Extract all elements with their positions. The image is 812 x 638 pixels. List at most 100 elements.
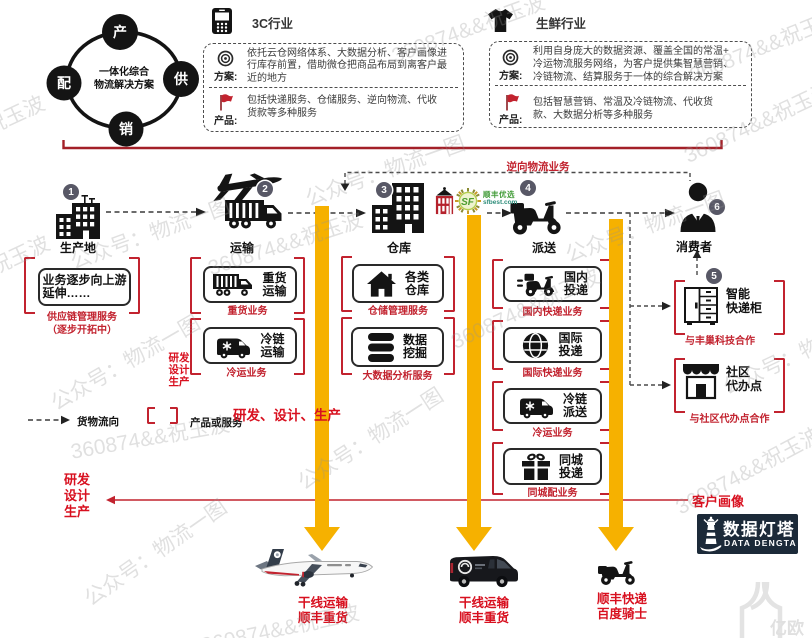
intracity-delivery-label: 同城配业务 (527, 488, 578, 499)
svg-text:SF: SF (461, 197, 475, 208)
cold-chain-transport-label: 冷运业务 (226, 368, 267, 379)
sfbest-brand-text: 顺丰优选 (483, 190, 515, 199)
flag-icon (506, 94, 519, 111)
tshirt-icon (488, 9, 513, 32)
intracity-delivery-title: 同城 投递 (558, 452, 583, 480)
vehicle-label-airplane: 干线运输 顺丰重货 (297, 596, 348, 625)
lighthouse-icon (700, 516, 722, 552)
cold-chain-delivery-label: 冷运业务 (532, 428, 573, 439)
plan-text: 利用自身庞大的数据资源、覆盖全国的常温+​冷运物流服务网络，为客户提供集智慧营销… (533, 46, 733, 83)
yellow-down-arrows (304, 206, 634, 551)
target-icon (217, 50, 234, 67)
airplane-photo (255, 549, 374, 587)
locker-icon (684, 287, 718, 325)
legend-bracket-label: 产品或服务 (190, 417, 243, 429)
van-photo (450, 556, 518, 588)
data-dengta-name-cn: 数据灯塔 (723, 521, 795, 539)
box-divider (209, 87, 458, 88)
storefront-icon (683, 364, 719, 400)
yiou-corner-text: 亿欧 (770, 618, 804, 638)
data-dengta-logo: 数据灯塔 DATA DENGTA (697, 514, 798, 554)
reverse-logistics-line (344, 171, 691, 184)
warehouses-box: 各类 仓库 (352, 264, 444, 303)
phone-icon (212, 8, 232, 34)
step-badge-4: 4 (520, 180, 536, 196)
vehicle-label-scooter: 顺丰快递 百度骑士 (596, 592, 647, 621)
wheel-node-produce: 产 (113, 24, 127, 40)
heavy-freight-box: 重货 运输 (203, 266, 297, 303)
industry-3c-box: 方案: 依托云仓网络体系、大数据分析、客户画像进行库存前置，借助微仓把商品布局到… (203, 43, 464, 132)
product-label: 产品: (214, 116, 238, 127)
database-icon (367, 332, 394, 362)
step-badge-5: 5 (706, 268, 722, 284)
community-points-title: 社区 代办点 (726, 365, 763, 393)
industry-fresh-box: 方案: 利用自身庞大的数据资源、覆盖全国的常温+​冷运物流服务网络，为客户提供集… (489, 41, 752, 128)
product-text: 包括智慧营销、常温及冷链物流、代收货款、大数据分析等多种服务 (533, 97, 713, 121)
smart-lockers-title: 智能 快递柜 (726, 287, 763, 315)
smart-lockers-label: 与丰巢科技合作 (685, 336, 755, 347)
target-icon (502, 49, 519, 66)
step-badge-6: 6 (709, 199, 725, 215)
community-points-label: 与社区代办点合作 (689, 414, 770, 425)
partner-branch-arrowheads (662, 250, 702, 390)
consumer-icon (680, 182, 716, 232)
rdp-annotation-inline: 研发、设计、生产 (233, 408, 341, 423)
cold-chain-transport-title: 冷链 运输 (260, 331, 285, 359)
industry-3c-title: 3C行业 (252, 17, 293, 31)
sfbest-logo: SF 顺丰优选 sfbest.com (433, 185, 517, 217)
node-label-warehouse: 仓库 (386, 241, 411, 255)
heavy-truck-icon (213, 274, 253, 296)
flow-arrowheads (61, 207, 675, 425)
production-service-label: 供应链管理服务 （逐步开拓中） (47, 312, 117, 336)
delivery-scooter-icon (516, 273, 555, 296)
scooter-photo (598, 561, 635, 585)
scooter-icon (510, 201, 561, 235)
legend-flow-label: 货物流向 (77, 416, 119, 428)
node-label-production: 生产地 (59, 241, 96, 255)
warehouse-icon (372, 183, 424, 233)
yiou-corner-mark: 亿欧 (739, 582, 804, 638)
bracket-heavy-freight (190, 257, 305, 314)
data-mining-title: 数据 挖掘 (402, 333, 427, 360)
solution-wheel: 产 供 销 配 (46, 14, 199, 147)
domestic-delivery-box: 国内 投递 (503, 266, 602, 302)
international-delivery-title: 国际 投递 (558, 331, 583, 358)
bracket-cold-chain-transport (190, 318, 305, 375)
plan-text: 依托云仓网络体系、大数据分析、客户画像进行库存前置，借助微仓把商品布局到离客户最… (247, 47, 447, 85)
rdp-annotation-mid: 研发 设计 生产 (168, 352, 190, 388)
factory-icon (56, 195, 100, 239)
reverse-logistics-arrowhead (340, 183, 350, 191)
customer-profile-label: 客户画像 (692, 494, 745, 509)
vehicle-label-van: 干线运输 顺丰重货 (458, 596, 509, 625)
bracket-smart-lockers (674, 280, 785, 335)
sfbest-sun-icon: SF (455, 188, 481, 214)
transport-icon (213, 173, 283, 229)
heavy-freight-title: 重货 运输 (262, 270, 287, 298)
plan-label: 方案: (499, 71, 523, 82)
flag-icon (220, 94, 233, 111)
production-box: 业务逐步向上游 延伸…… (38, 268, 131, 306)
international-delivery-box: 国际 投递 (503, 327, 602, 363)
node-label-delivery: 派送 (531, 241, 556, 255)
data-mining-box: 数据 挖掘 (351, 327, 444, 367)
product-text: 包括快递服务、仓储服务、逆向物流、代收货款等多种服务 (247, 95, 437, 119)
intracity-delivery-box: 同城 投递 (503, 448, 602, 485)
bracket-community-points (674, 358, 785, 413)
cold-van-icon (217, 338, 251, 358)
bracket-production (24, 257, 140, 314)
wheel-node-distribute: 配 (57, 75, 71, 91)
warehouses-title: 各类 仓库 (404, 269, 429, 297)
data-mining-label: 大数据分析服务 (362, 371, 433, 382)
reverse-logistics-label: 逆向物流业务 (506, 161, 570, 173)
domestic-delivery-label: 国内快递业务 (522, 307, 583, 318)
bracket-data-mining (341, 317, 455, 375)
bracket-warehouses (341, 256, 455, 312)
product-label: 产品: (499, 115, 523, 126)
rdp-annotation-left: 研发 设计 生产 (63, 472, 90, 519)
wheel-center-label: 一体化综合 物流解决方案 (94, 67, 154, 91)
plan-label: 方案: (214, 72, 238, 83)
cold-van-icon (519, 398, 553, 419)
sfbest-building-icon (435, 187, 454, 215)
